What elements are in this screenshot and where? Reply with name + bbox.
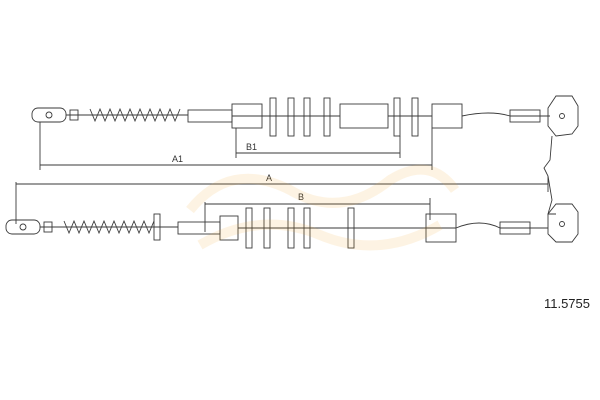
top-brackets-right — [388, 97, 432, 137]
top-tube-left — [187, 109, 233, 123]
label-b: B — [298, 192, 304, 202]
bottom-cable — [5, 207, 548, 249]
bottom-spring — [63, 219, 155, 235]
dimension-b — [204, 198, 431, 232]
label-a: A — [266, 173, 272, 183]
dimension-a — [15, 176, 549, 224]
top-brackets-left — [262, 97, 340, 137]
bottom-brackets — [238, 207, 430, 249]
part-number: 11.5755 — [543, 296, 590, 311]
top-sleeve — [339, 103, 389, 129]
bottom-tube-left — [177, 221, 221, 235]
dimension-b1 — [235, 128, 401, 158]
right-yoke — [543, 95, 579, 243]
top-spring — [89, 107, 181, 123]
top-left-eye-end — [31, 107, 90, 123]
label-b1: B1 — [246, 142, 257, 152]
top-cable — [31, 97, 550, 137]
dimension-a1 — [39, 122, 433, 170]
label-a1: A1 — [172, 154, 183, 164]
bottom-left-eye-end — [5, 219, 64, 235]
